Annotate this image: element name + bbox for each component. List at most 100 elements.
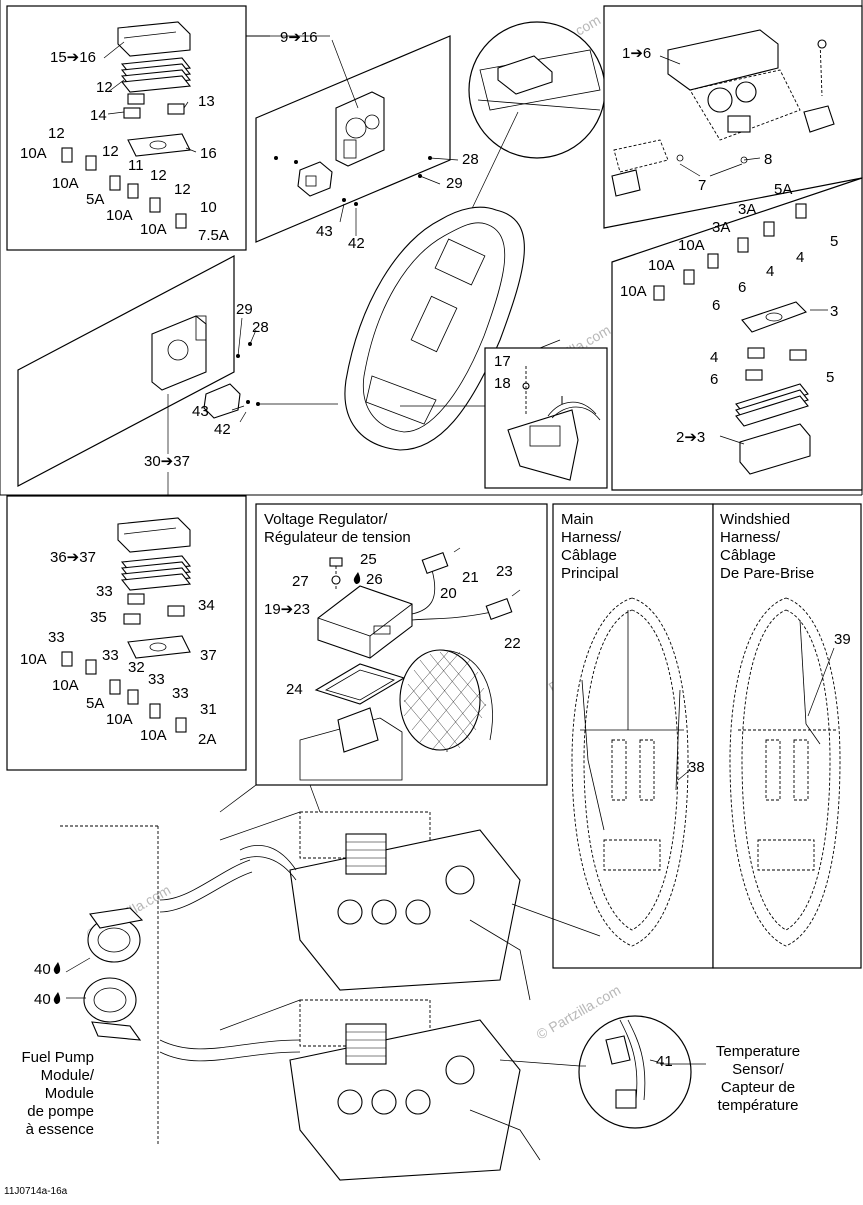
label-40: 40 (34, 961, 51, 978)
voltage-regulator-title-2: Régulateur de tension (264, 529, 411, 546)
labels-bracket-mid: 29 28 43 42 30➔37 (144, 301, 269, 470)
temperature-caption-2: Sensor/ (732, 1061, 785, 1078)
label-42: 42 (214, 421, 231, 438)
label-12: 12 (96, 79, 113, 96)
label-18: 18 (494, 375, 511, 392)
fuel-pump-caption-3: Module (45, 1085, 94, 1102)
voltage-regulator-title-1: Voltage Regulator/ (264, 511, 388, 528)
label-41: 41 (656, 1053, 673, 1070)
label-7: 7 (698, 177, 706, 194)
label-28: 28 (252, 319, 269, 336)
labels-fuse-right: 5A 3A 3A 10A 5 4 10A 4 10A 6 6 3 4 5 6 2… (620, 181, 838, 446)
label-9-16: 9➔16 (280, 29, 318, 46)
label-10a: 10A (52, 677, 79, 694)
labels-harness: 38 39 (688, 631, 851, 776)
label-14: 14 (90, 107, 107, 124)
label-3: 3 (830, 303, 838, 320)
windshield-harness-title-3: Câblage (720, 547, 776, 564)
hull-top-view (344, 206, 525, 451)
label-4: 4 (710, 349, 718, 366)
diagram-code: 11J0714a-16a (4, 1186, 68, 1197)
label-1-6: 1➔6 (622, 45, 651, 62)
label-43: 43 (192, 403, 209, 420)
label-10a: 10A (20, 651, 47, 668)
label-10a: 10A (140, 221, 167, 238)
label-5a: 5A (774, 181, 792, 198)
fuel-pump-caption-2: Module/ (41, 1067, 95, 1084)
label-8: 8 (764, 151, 772, 168)
label-10a: 10A (106, 711, 133, 728)
label-7-5a: 7.5A (198, 227, 229, 244)
fuel-pump-caption-1: Fuel Pump (21, 1049, 94, 1066)
fuel-pump-area (60, 825, 159, 1146)
label-21: 21 (462, 569, 479, 586)
label-10a: 10A (140, 727, 167, 744)
label-11: 11 (128, 157, 144, 174)
drop-icon (53, 962, 61, 974)
label-10a: 10A (106, 207, 133, 224)
labels-bracket-top: 9➔16 28 29 43 42 (280, 29, 479, 252)
label-6: 6 (710, 371, 718, 388)
label-5: 5 (826, 369, 834, 386)
label-12: 12 (48, 125, 65, 142)
label-20: 20 (440, 585, 457, 602)
label-6: 6 (712, 297, 720, 314)
label-30-37: 30➔37 (144, 453, 190, 470)
label-37: 37 (200, 647, 217, 664)
label-43: 43 (316, 223, 333, 240)
label-27: 27 (292, 573, 309, 590)
label-10: 10 (200, 199, 217, 216)
label-31: 31 (200, 701, 217, 718)
main-harness-title-4: Principal (561, 565, 619, 582)
label-3a: 3A (712, 219, 730, 236)
label-12: 12 (102, 143, 119, 160)
label-32: 32 (128, 659, 145, 676)
engine-upper (159, 784, 601, 1001)
temperature-caption-4: température (718, 1097, 799, 1114)
label-10a: 10A (678, 237, 705, 254)
label-2a: 2A (198, 731, 216, 748)
terminal-block-panel (484, 339, 608, 489)
windshield-harness-title-2: Harness/ (720, 529, 781, 546)
right-top-panel (603, 5, 863, 229)
label-22: 22 (504, 635, 521, 652)
label-6: 6 (738, 279, 746, 296)
main-harness-panel: Main Harness/ Câblage Principal (552, 503, 714, 969)
label-23: 23 (496, 563, 513, 580)
fuel-pump-caption-4: de pompe (27, 1103, 94, 1120)
fuse-box-top-left-panel (6, 5, 247, 251)
labels-right-top: 1➔6 8 7 (622, 45, 772, 194)
label-40: 40 (34, 991, 51, 1008)
main-harness-title-1: Main (561, 511, 594, 528)
label-5: 5 (830, 233, 838, 250)
labels-fuse-bottom-left: 36➔37 33 35 34 33 37 10A 33 10A 32 5A 33… (20, 549, 217, 748)
label-10a: 10A (620, 283, 647, 300)
voltage-regulator-panel: Voltage Regulator/ Régulateur de tension (255, 503, 548, 786)
fuel-pump-caption-5: à essence (26, 1121, 94, 1138)
fuse-box-bottom-left-panel (6, 495, 247, 771)
label-33: 33 (172, 685, 189, 702)
label-24: 24 (286, 681, 303, 698)
label-29: 29 (236, 301, 253, 318)
label-5a: 5A (86, 695, 104, 712)
label-33: 33 (102, 647, 119, 664)
detail-circle-top (457, 21, 606, 239)
label-10a: 10A (648, 257, 675, 274)
label-26: 26 (366, 571, 383, 588)
temperature-caption-3: Capteur de (721, 1079, 795, 1096)
label-29: 29 (446, 175, 463, 192)
bracket-mid-panel (17, 255, 338, 496)
label-10a: 10A (20, 145, 47, 162)
label-15-16: 15➔16 (50, 49, 96, 66)
label-2-3: 2➔3 (676, 429, 705, 446)
temperature-sensor-detail (578, 1015, 706, 1129)
label-5a: 5A (86, 191, 104, 208)
label-35: 35 (90, 609, 107, 626)
labels-terminal-block: 17 18 (494, 353, 511, 392)
drop-icon (53, 992, 61, 1004)
label-17: 17 (494, 353, 511, 370)
drop-icon (353, 572, 361, 584)
label-4: 4 (766, 263, 774, 280)
label-28: 28 (462, 151, 479, 168)
